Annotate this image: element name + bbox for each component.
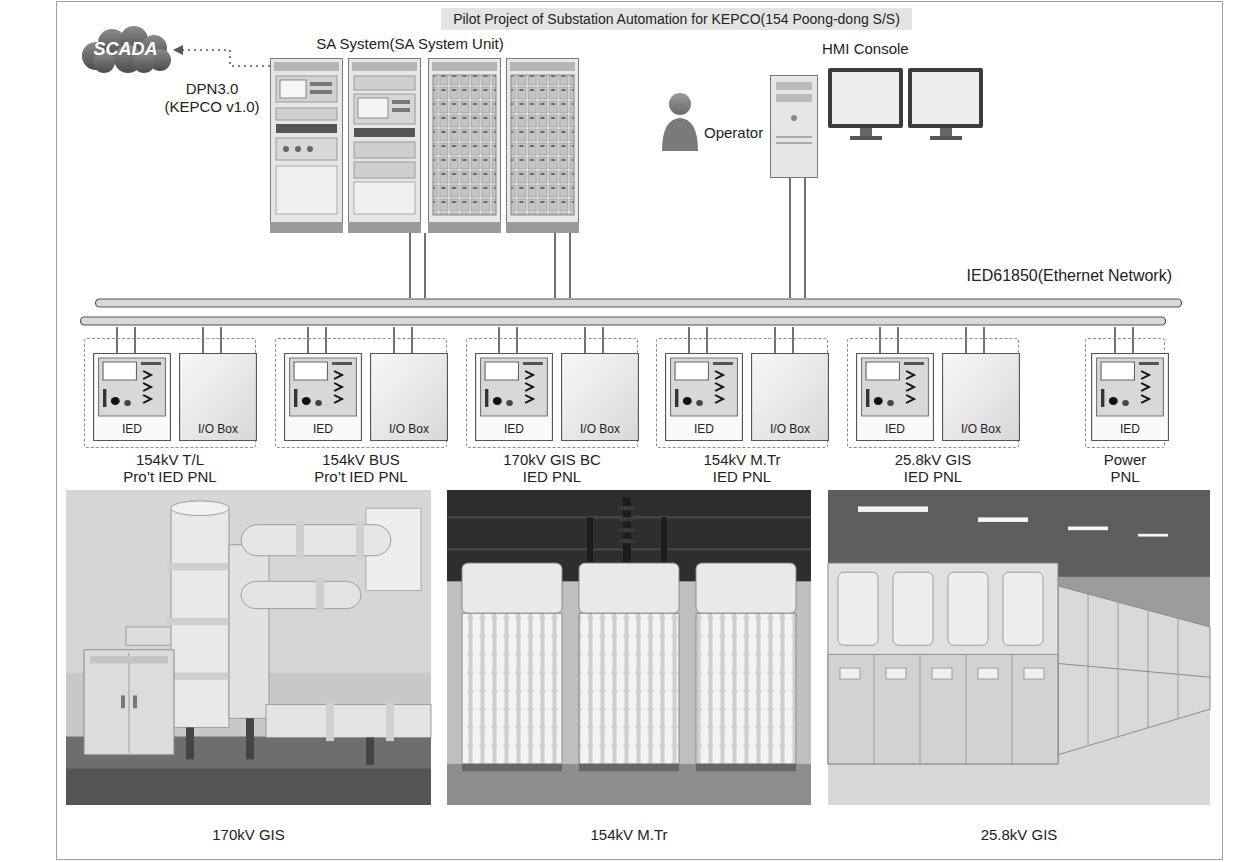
equipment-photo: 154kV M.Tr xyxy=(447,490,811,805)
ied-device: IED xyxy=(284,353,362,441)
node-label: IED xyxy=(475,422,553,437)
node-label: IED xyxy=(284,422,362,437)
protocol-label: DPN3.0 (KEPCO v1.0) xyxy=(160,80,264,116)
network-link xyxy=(585,327,603,353)
network-link xyxy=(203,327,221,353)
node-label: I/O Box xyxy=(751,422,829,437)
node-label: I/O Box xyxy=(942,422,1020,437)
scada-link xyxy=(173,50,270,66)
node-label: IED xyxy=(665,422,743,437)
title-band: Pilot Project of Substation Automation f… xyxy=(441,8,912,30)
node-label: Operator xyxy=(704,124,763,142)
ied-panel: 25.8kV GISIED PNL IED I/O Box xyxy=(847,338,1019,448)
io-box: I/O Box xyxy=(942,353,1020,441)
node-label: I/O Box xyxy=(370,422,448,437)
ethernet-bus-bars xyxy=(80,298,1182,327)
main-transformer-photo xyxy=(447,490,811,805)
node-label: Pro’t IED PNL xyxy=(256,468,466,486)
io-box: I/O Box xyxy=(751,353,829,441)
node-label: I/O Box xyxy=(179,422,257,437)
io-box: I/O Box xyxy=(370,353,448,441)
ied-device: IED xyxy=(856,353,934,441)
node-label: 154kV T/L xyxy=(65,451,275,469)
node-label: HMI Console xyxy=(822,40,909,58)
node-label: SCADA xyxy=(78,38,173,60)
equipment-photo: 170kV GIS xyxy=(66,490,431,805)
node-label: Power xyxy=(1066,451,1184,469)
node-label: PNL xyxy=(1066,468,1184,486)
ied-device: IED xyxy=(665,353,743,441)
node-label: 170kV GIS BC xyxy=(447,451,657,469)
equipment-photo: 25.8kV GIS xyxy=(828,490,1210,805)
power-panel: PowerPNL IED xyxy=(1085,338,1165,448)
node-label: SA System(SA System Unit) xyxy=(240,35,580,53)
node-label: IED61850(Ethernet Network) xyxy=(967,266,1172,285)
node-label: 25.8kV GIS xyxy=(828,826,1210,844)
node-label: IED PNL xyxy=(828,468,1038,486)
node-label: 170kV GIS xyxy=(66,826,431,844)
gis-25kv-photo xyxy=(828,490,1210,805)
node-label: IED xyxy=(856,422,934,437)
ied-panel: 170kV GIS BCIED PNL IED I/O Box xyxy=(466,338,638,448)
node-label: 154kV BUS xyxy=(256,451,466,469)
scada-cloud: SCADA xyxy=(78,26,173,74)
node-label: IED xyxy=(93,422,171,437)
operator-icon xyxy=(660,92,768,152)
sa-system-rack: SA System(SA System Unit) xyxy=(270,58,580,233)
network-link xyxy=(394,327,412,353)
node-label: 154kV M.Tr xyxy=(637,451,847,469)
ethernet-bus: IED61850(Ethernet Network) xyxy=(80,298,1182,327)
node-label: IED PNL xyxy=(447,468,657,486)
ied-panel: 154kV T/LPro’t IED PNL IED I/O Box xyxy=(84,338,256,448)
network-link xyxy=(308,327,326,353)
network-link xyxy=(499,327,517,353)
io-box: I/O Box xyxy=(561,353,639,441)
network-link xyxy=(117,327,135,353)
ied-panel: 154kV M.TrIED PNL IED I/O Box xyxy=(656,338,828,448)
io-box: I/O Box xyxy=(179,353,257,441)
gis-170kv-photo xyxy=(66,490,431,805)
network-link xyxy=(790,178,805,298)
network-link xyxy=(689,327,707,353)
hmi-console: HMI Console xyxy=(770,40,985,178)
hmi-computer xyxy=(770,40,985,178)
node-label: IED xyxy=(1091,422,1169,437)
ied-device: IED xyxy=(93,353,171,441)
ied-device: IED xyxy=(1091,353,1169,441)
network-link xyxy=(410,233,570,298)
network-link xyxy=(880,327,898,353)
node-label: IED PNL xyxy=(637,468,847,486)
node-label: I/O Box xyxy=(561,422,639,437)
title-text: Pilot Project of Substation Automation f… xyxy=(453,11,900,27)
network-link xyxy=(966,327,984,353)
rack-cabinets xyxy=(270,58,580,233)
node-label: 25.8kV GIS xyxy=(828,451,1038,469)
operator-figure: Operator xyxy=(660,92,768,152)
network-link xyxy=(1115,327,1133,353)
node-label: 154kV M.Tr xyxy=(447,826,811,844)
ied-panel: 154kV BUSPro’t IED PNL IED I/O Box xyxy=(275,338,447,448)
network-link xyxy=(775,327,793,353)
node-label: Pro’t IED PNL xyxy=(65,468,275,486)
ied-device: IED xyxy=(475,353,553,441)
